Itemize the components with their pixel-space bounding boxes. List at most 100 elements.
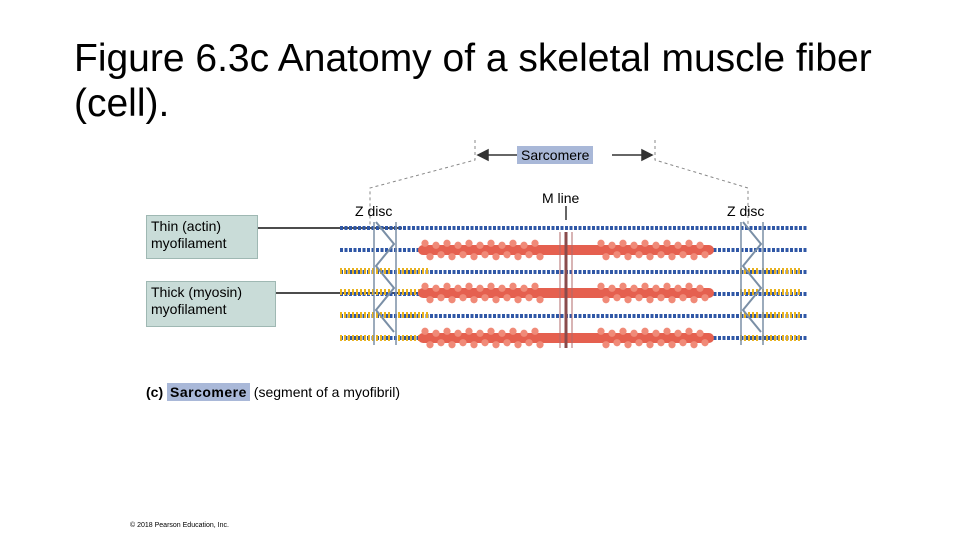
myosin-head bbox=[619, 239, 627, 247]
myosin-head bbox=[613, 294, 621, 302]
myosin-head bbox=[624, 296, 632, 304]
myosin-head bbox=[646, 341, 654, 349]
myosin-head bbox=[432, 284, 440, 292]
myosin-head bbox=[443, 239, 451, 247]
myosin-head bbox=[641, 282, 649, 290]
myosin-head bbox=[597, 327, 605, 335]
myosin-head bbox=[608, 241, 616, 249]
myosin-head bbox=[668, 253, 676, 261]
myosin-head bbox=[531, 327, 539, 335]
myosin-head bbox=[459, 251, 467, 259]
myosin-head bbox=[652, 329, 660, 337]
myosin-head bbox=[509, 282, 517, 290]
myosin-head bbox=[701, 294, 709, 302]
myosin-head bbox=[448, 341, 456, 349]
myosin-head bbox=[536, 341, 544, 349]
myosin-head bbox=[437, 251, 445, 259]
myosin-head bbox=[613, 251, 621, 259]
myosin-head bbox=[663, 282, 671, 290]
page-title: Figure 6.3c Anatomy of a skeletal muscle… bbox=[74, 37, 872, 125]
myosin-head bbox=[487, 282, 495, 290]
myosin-head bbox=[465, 327, 473, 335]
myosin-head bbox=[459, 294, 467, 302]
thick-filament-label: Thick (myosin) myofilament bbox=[146, 281, 276, 327]
myosin-head bbox=[679, 251, 687, 259]
myosin-head bbox=[635, 251, 643, 259]
myosin-head bbox=[476, 284, 484, 292]
myosin-head bbox=[679, 339, 687, 347]
copyright-notice: © 2018 Pearson Education, Inc. bbox=[130, 522, 229, 529]
myosin-head bbox=[531, 282, 539, 290]
myosin-head bbox=[531, 239, 539, 247]
myosin-head bbox=[641, 327, 649, 335]
myosin-head bbox=[701, 251, 709, 259]
myosin-head bbox=[432, 241, 440, 249]
myosin-head bbox=[503, 251, 511, 259]
myosin-head bbox=[657, 294, 665, 302]
myosin-head bbox=[624, 253, 632, 261]
myosin-head bbox=[470, 341, 478, 349]
myosin-head bbox=[685, 282, 693, 290]
myosin-head bbox=[597, 282, 605, 290]
myosin-head bbox=[674, 241, 682, 249]
myosin-head bbox=[481, 251, 489, 259]
myosin-head bbox=[657, 339, 665, 347]
z-disc-label-right: Z disc bbox=[727, 203, 765, 219]
myosin-head bbox=[646, 253, 654, 261]
myosin-head bbox=[635, 339, 643, 347]
myosin-head bbox=[525, 339, 533, 347]
myosin-head bbox=[668, 296, 676, 304]
myosin-head bbox=[481, 339, 489, 347]
myosin-head bbox=[492, 253, 500, 261]
myofibril-segment bbox=[340, 221, 808, 349]
myosin-head bbox=[608, 284, 616, 292]
myosin-head bbox=[635, 294, 643, 302]
myosin-head bbox=[448, 296, 456, 304]
myosin-head bbox=[597, 239, 605, 247]
myosin-head bbox=[437, 339, 445, 347]
sarcomere-label: Sarcomere bbox=[517, 146, 594, 164]
myosin-head bbox=[663, 327, 671, 335]
myosin-head bbox=[443, 282, 451, 290]
myosin-head bbox=[652, 241, 660, 249]
myosin-head bbox=[432, 329, 440, 337]
myosin-head bbox=[674, 284, 682, 292]
myosin-head bbox=[448, 253, 456, 261]
myosin-head bbox=[690, 253, 698, 261]
caption-letter: (c) bbox=[146, 384, 164, 400]
myosin-head bbox=[602, 253, 610, 261]
sarcomere-arrow bbox=[476, 148, 654, 162]
myosin-head bbox=[498, 241, 506, 249]
myosin-head bbox=[630, 284, 638, 292]
myosin-head bbox=[509, 327, 517, 335]
myosin-head bbox=[613, 339, 621, 347]
caption-rest: (segment of a myofibril) bbox=[253, 384, 401, 400]
myosin-head bbox=[426, 296, 434, 304]
myosin-head bbox=[426, 253, 434, 261]
myosin-head bbox=[476, 329, 484, 337]
myosin-head bbox=[487, 239, 495, 247]
myosin-head bbox=[630, 329, 638, 337]
myosin-head bbox=[696, 284, 704, 292]
myosin-head bbox=[619, 282, 627, 290]
myosin-head bbox=[459, 339, 467, 347]
myosin-head bbox=[421, 239, 429, 247]
myosin-head bbox=[509, 239, 517, 247]
myosin-head bbox=[514, 296, 522, 304]
sarcomere-bracket bbox=[369, 140, 749, 225]
myosin-head bbox=[696, 329, 704, 337]
myosin-head bbox=[514, 341, 522, 349]
thin-filament-label: Thin (actin) myofilament bbox=[146, 215, 258, 259]
myosin-head bbox=[476, 241, 484, 249]
myosin-head bbox=[525, 294, 533, 302]
myosin-head bbox=[454, 329, 462, 337]
myosin-head bbox=[487, 327, 495, 335]
caption-term: Sarcomere bbox=[167, 383, 250, 401]
myosin-head bbox=[520, 284, 528, 292]
myosin-head bbox=[679, 294, 687, 302]
z-disc-label-left: Z disc bbox=[355, 203, 393, 219]
myosin-head bbox=[690, 341, 698, 349]
myosin-head bbox=[652, 284, 660, 292]
myosin-head bbox=[503, 294, 511, 302]
